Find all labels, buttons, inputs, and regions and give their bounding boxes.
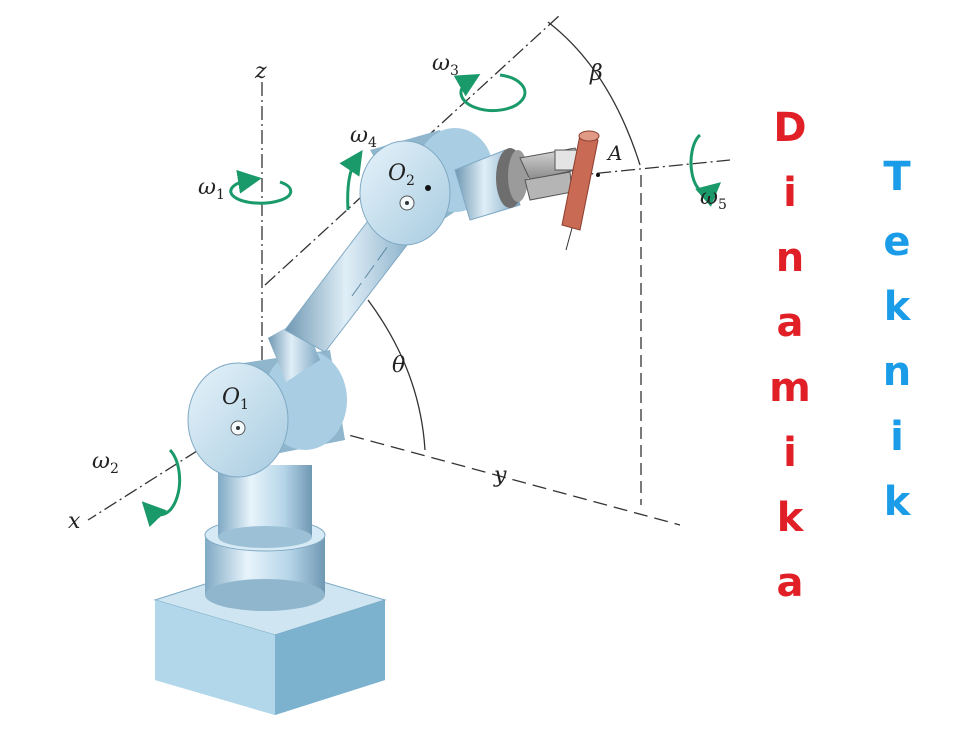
title-dinamika-letter-4: m [769, 365, 811, 411]
beta-arc [547, 21, 641, 166]
title-teknik-letter-3: n [882, 349, 912, 395]
omega2-arrow [141, 448, 182, 527]
omega1-arrow [229, 169, 293, 205]
title-dinamika-letter-1: i [783, 170, 797, 216]
title-teknik-letter-5: k [883, 479, 911, 525]
label-beta: β [589, 61, 603, 86]
label-theta: θ [392, 353, 405, 378]
title-dinamika-letter-5: i [783, 430, 797, 476]
label-omega5: ω5 [700, 185, 727, 213]
label-o2: O2 [388, 161, 415, 189]
label-omega4: ω4 [350, 123, 377, 151]
omega5-arrow [689, 133, 722, 207]
label-x: x [68, 509, 81, 534]
label-z: z [254, 59, 267, 84]
title-dinamika-letter-2: n [775, 235, 805, 281]
axes [87, 14, 731, 526]
title-dinamika-letter-3: a [776, 300, 804, 346]
title-dinamika-letter-7: a [776, 560, 804, 606]
title-dinamika-letter-0: D [773, 105, 807, 151]
omega4-arrow [339, 150, 363, 211]
robot-base [153, 465, 387, 715]
title-teknik-letter-0: T [883, 154, 911, 200]
forearm [454, 148, 528, 221]
title-dinamika-letter-6: k [776, 495, 804, 541]
title-teknik-letter-1: e [883, 219, 911, 265]
omega3-arrow [453, 73, 527, 113]
label-omega3: ω3 [432, 51, 459, 79]
label-o1: O1 [222, 385, 249, 413]
elbow-joint [359, 128, 493, 246]
theta-arc [367, 299, 426, 451]
label-omega1: ω1 [198, 175, 225, 203]
rotation-arrows [141, 73, 722, 527]
title-teknik-letter-4: i [890, 414, 904, 460]
label-a: A [606, 141, 622, 165]
y-axis [329, 429, 681, 526]
label-y: y [493, 463, 507, 488]
workpiece [561, 130, 600, 251]
label-omega2: ω2 [92, 449, 119, 477]
title-teknik-letter-2: k [883, 284, 911, 330]
shoulder-joint [187, 350, 347, 478]
